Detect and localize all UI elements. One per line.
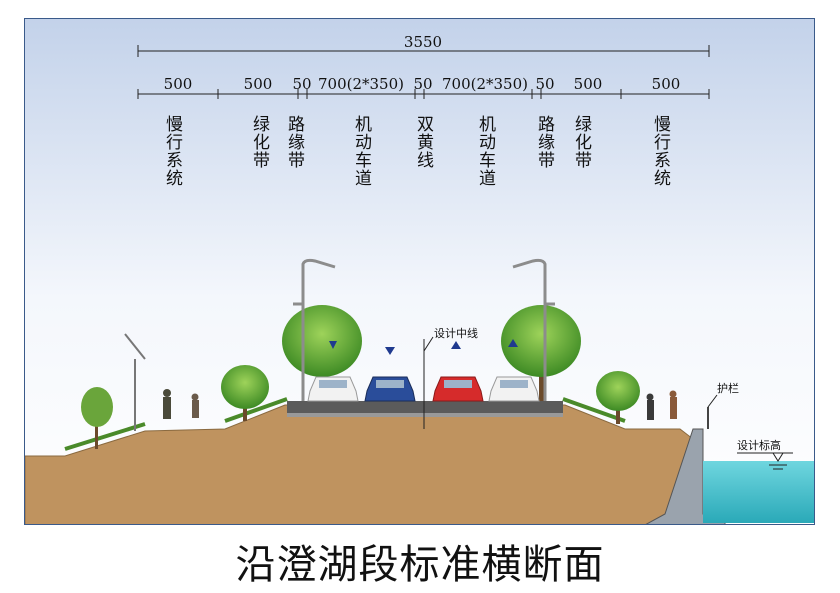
left-slope-grass [64,397,288,451]
lake-water [703,461,814,523]
segment-name-8: 绿化带 [571,115,592,169]
segment-name-3: 路缘带 [284,115,305,169]
road-base [287,413,563,417]
segment-name-6: 机动车道 [475,115,496,187]
tree-mid-left [221,365,269,421]
segment-width-2: 500 [244,75,273,93]
segment-name-5: 双黄线 [413,115,434,169]
design-level-symbol [772,452,784,462]
tree-mid-right [596,371,640,424]
segment-name-7: 路缘带 [534,115,555,169]
segment-name-1: 慢行系统 [162,114,183,187]
dimension-lines [137,45,710,99]
segment-name-labels: 慢行系统绿化带路缘带机动车道双黄线机动车道路缘带绿化带慢行系统 [162,114,671,187]
earth-embankment [25,404,694,524]
segment-name-9: 慢行系统 [650,114,671,187]
direction-arrows [329,339,518,355]
railing-label: 护栏 [717,381,739,395]
total-width-label: 3550 [404,33,442,51]
car-white-left [307,376,359,402]
street-lamp-left [293,258,336,401]
segment-width-labels: 500 500 50 700(2*350) 50 700(2*350) 50 500 500 [164,75,681,93]
pedestrian-right-1 [646,393,654,420]
design-level-label: 设计标高 [737,438,781,452]
segment-width-8: 500 [574,75,603,93]
road-surface [287,401,563,413]
segment-name-4: 机动车道 [351,115,372,187]
car-white-right [488,376,540,402]
segment-name-2: 绿化带 [249,115,270,169]
segment-width-7: 50 [535,75,554,93]
solar-light-pole [124,333,146,431]
car-red-right [432,376,484,402]
segment-width-4: 700(2*350) [318,75,404,93]
segment-width-9: 500 [652,75,681,93]
segment-width-6: 700(2*350) [442,75,528,93]
segment-width-3: 50 [292,75,311,93]
segment-width-1: 500 [164,75,193,93]
diagram-caption: 沿澄湖段标准横断面 [235,542,605,588]
segment-width-5: 50 [413,75,432,93]
street-lamp-right [512,258,555,401]
pedestrian-right-2 [669,390,677,419]
pedestrian-left-1 [163,389,171,419]
right-slope-grass [562,397,626,423]
pedestrian-left-2 [191,393,199,418]
shrub-far-left [81,387,113,449]
centerline-label: 设计中线 [434,326,478,340]
tree-large-right [501,305,581,401]
car-blue-left [364,376,416,402]
